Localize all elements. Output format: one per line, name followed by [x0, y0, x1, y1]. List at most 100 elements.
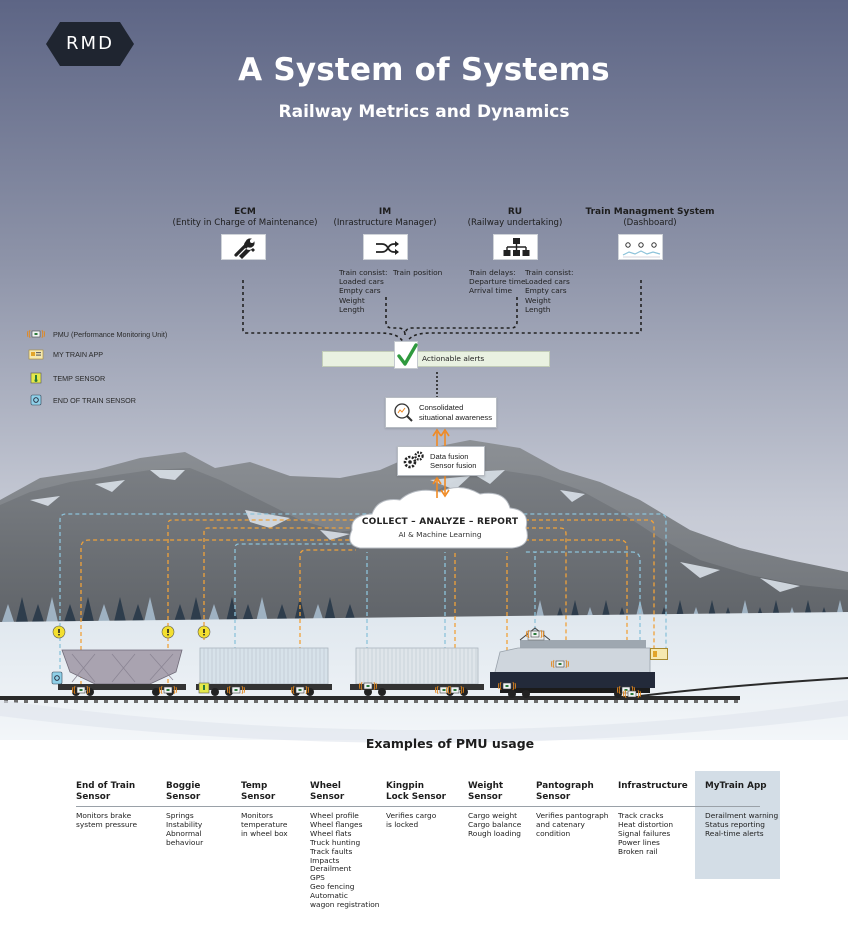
sleeper [684, 700, 688, 703]
list-item: GPS [310, 873, 325, 883]
sleeper [664, 700, 668, 703]
examples-title: Examples of PMU usage [365, 736, 535, 751]
list-item: Power lines [618, 837, 660, 847]
col-head-line: MyTrain App [705, 781, 767, 791]
sleeper [604, 700, 608, 703]
wrench-icon [234, 238, 255, 259]
temp-sensor-icon [30, 372, 42, 384]
pmu-marker [623, 689, 641, 699]
list-item: Train consist: [525, 268, 574, 277]
example-col-head: Infrastructure [618, 781, 688, 792]
sleeper [184, 700, 188, 703]
sleeper [284, 700, 288, 703]
list-item: Weight [525, 295, 551, 305]
im-icon-box[interactable] [363, 234, 408, 260]
sleeper [164, 700, 168, 703]
sleeper [194, 700, 198, 703]
sleeper [74, 700, 78, 703]
col-head-line: Weight [468, 781, 504, 791]
sleeper [404, 700, 408, 703]
tree [312, 604, 324, 622]
list-item: Heat distortion [618, 819, 674, 829]
ru-consist-list: Train consist: Loaded cars Empty cars We… [525, 268, 574, 314]
sleeper [374, 700, 378, 703]
legend-item-temp: TEMP SENSOR [27, 371, 167, 385]
sleeper [624, 700, 628, 703]
sleeper [384, 700, 388, 703]
tree [64, 604, 76, 622]
tree [294, 597, 306, 622]
list-item: is locked [386, 819, 419, 829]
legend-label: MY TRAIN APP [53, 349, 104, 359]
end-of-train-sensor-icon [30, 394, 42, 406]
list-item: Real-time alerts [705, 828, 764, 838]
sleeper [24, 700, 28, 703]
sleeper [274, 700, 278, 703]
sleeper [64, 700, 68, 703]
ru-delays-list: Train delays: Departure time Arrival tim… [469, 268, 526, 296]
list-item: wagon registration [310, 900, 380, 910]
list-item: Automatic [310, 891, 348, 901]
tree [132, 604, 144, 622]
tree [324, 597, 336, 622]
stakeholder-name: Train Managment System [585, 207, 715, 217]
list-item: Status reporting [705, 819, 765, 829]
col-head-line: End of Train [76, 781, 136, 791]
train-app-icon [28, 349, 44, 360]
sleeper [574, 700, 578, 703]
col-head-line: Temp [241, 781, 268, 791]
page-subtitle: Railway Metrics and Dynamics [278, 102, 570, 122]
pmu-marker [291, 685, 309, 695]
sleeper [294, 700, 298, 703]
tree [344, 604, 356, 622]
temp-sensor-marker [198, 682, 210, 694]
list-item: Length [525, 304, 551, 314]
sleeper [594, 700, 598, 703]
list-item: temperature [241, 819, 288, 829]
example-col-head: MyTrain App [705, 781, 767, 792]
sleeper [214, 700, 218, 703]
sleeper [544, 700, 548, 703]
list-item: Arrival time [469, 286, 513, 296]
col-head-line: Sensor [166, 792, 201, 802]
sleeper [14, 700, 18, 703]
tms-icon-box[interactable] [618, 234, 663, 260]
tree [242, 604, 254, 622]
list-item: Derailment warning [705, 811, 779, 820]
hierarchy-icon [503, 238, 530, 256]
stakeholder-name: IM [378, 207, 392, 217]
col-head-line: Sensor [536, 792, 571, 802]
legend-item-eot: END OF TRAIN SENSOR [27, 393, 167, 407]
sleeper [254, 700, 258, 703]
legend-label: PMU (Performance Monitoring Unit) [53, 329, 168, 339]
col-head-line: Pantograph [536, 781, 594, 791]
rail-bed [0, 696, 740, 700]
sleeper [454, 700, 458, 703]
col-head-line: Wheel [310, 781, 341, 791]
locomotive [490, 627, 655, 698]
sleeper [434, 700, 438, 703]
rail-sleepers [4, 700, 738, 703]
sleeper [54, 700, 58, 703]
container-wagon-1 [196, 647, 332, 696]
sleeper [494, 700, 498, 703]
sleeper [714, 700, 718, 703]
pmu-marker [227, 685, 245, 695]
sleeper [504, 700, 508, 703]
stakeholder-name: ECM [234, 207, 256, 217]
list-item: Empty cars [525, 286, 567, 296]
ru-icon-box[interactable] [493, 234, 538, 260]
sleeper [34, 700, 38, 703]
list-item: Instability [166, 819, 203, 829]
ecm-icon-box[interactable] [221, 234, 266, 260]
list-item: Wheel profile [310, 811, 359, 820]
sleeper [674, 700, 678, 703]
sleeper [694, 700, 698, 703]
list-item: Monitors brake [76, 811, 132, 820]
fusion-line-2: Sensor fusion [430, 461, 477, 470]
list-item: system pressure [76, 819, 137, 829]
